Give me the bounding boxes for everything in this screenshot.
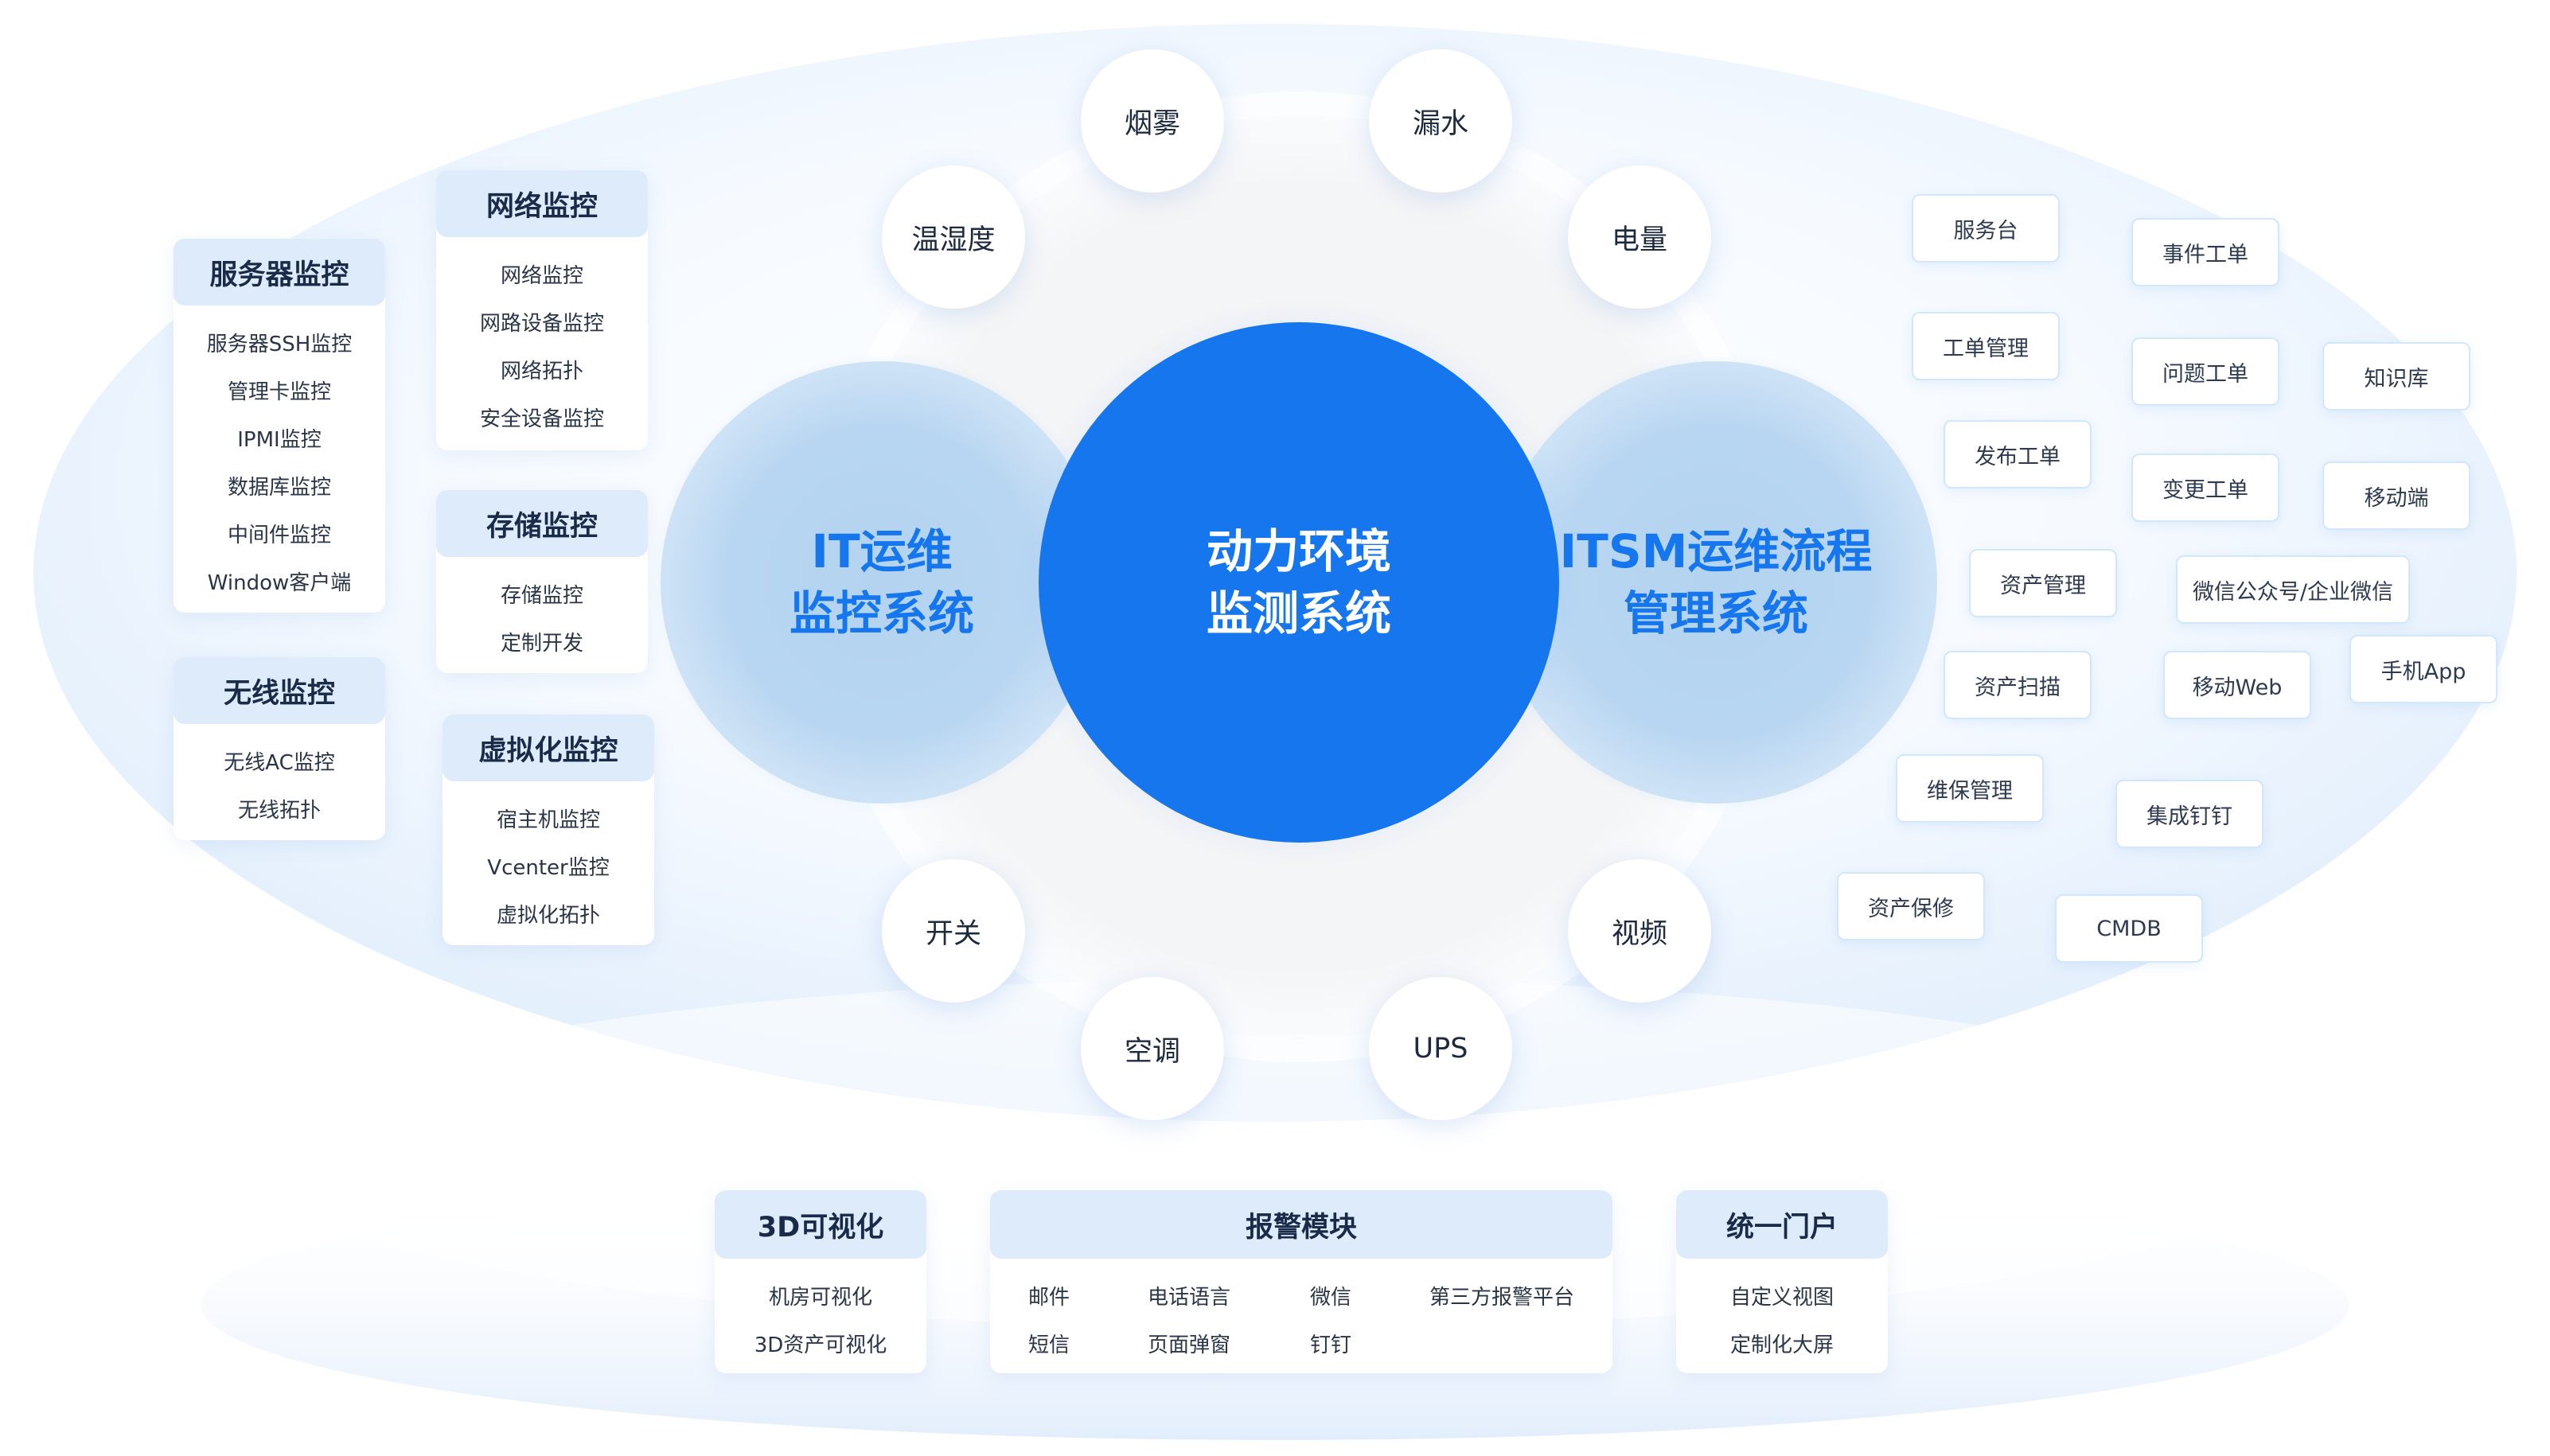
alarm-item: 短信: [1028, 1333, 1070, 1357]
power-env-line1: 动力环境: [1206, 524, 1391, 578]
virtualization-monitoring-item: 虚拟化拓扑: [496, 904, 600, 928]
alarm-item: 第三方报警平台: [1429, 1286, 1575, 1310]
it-ops-line1: IT运维: [811, 524, 953, 578]
itsm-process-label: ITSM运维流程 管理系统: [1533, 520, 1899, 644]
right-circle: [1495, 361, 1937, 804]
alarm-item: 电话语言: [1148, 1286, 1231, 1310]
itsm-tag: 服务台: [1912, 194, 2060, 263]
network-monitoring-item: 网络拓扑: [500, 360, 583, 383]
alarm-module-card: 报警模块 邮件 电话语言 微信 第三方报警平台 短信 页面弹窗 钉钉: [990, 1190, 1612, 1373]
sensor-water-leak: 漏水: [1369, 49, 1512, 193]
itsm-tag: 移动端: [2322, 461, 2470, 530]
itsm-tag: 集成钉钉: [2115, 780, 2263, 848]
visual3d-title: 3D可视化: [715, 1190, 926, 1259]
virtualization-monitoring-item: 宿主机监控: [496, 808, 600, 832]
sensor-power: 电量: [1568, 165, 1711, 309]
server-monitoring-item: 数据库监控: [227, 476, 331, 500]
itsm-tag: 手机App: [2349, 635, 2497, 703]
itsm-tag: 资产扫描: [1944, 651, 2092, 719]
sensor-temp-humidity: 温湿度: [882, 165, 1025, 309]
unified-portal-item: 定制化大屏: [1729, 1333, 1834, 1357]
itsm-tag: 发布工单: [1944, 420, 2092, 489]
virtualization-monitoring-card: 虚拟化监控 宿主机监控 Vcenter监控 虚拟化拓扑: [443, 714, 654, 945]
server-monitoring-item: Window客户端: [207, 571, 352, 595]
sensor-ups: UPS: [1369, 977, 1512, 1120]
storage-monitoring-title: 存储监控: [436, 490, 648, 557]
wireless-monitoring-title: 无线监控: [174, 657, 385, 724]
storage-monitoring-item: 定制开发: [500, 632, 583, 656]
itsm-tag: 知识库: [2322, 342, 2470, 411]
itsm-tag: 问题工单: [2131, 337, 2279, 406]
itsm-line1: ITSM运维流程: [1559, 524, 1873, 578]
unified-portal-card: 统一门户 自定义视图 定制化大屏: [1676, 1190, 1888, 1373]
wireless-monitoring-item: 无线AC监控: [224, 751, 335, 775]
server-monitoring-card: 服务器监控 服务器SSH监控 管理卡监控 IPMI监控 数据库监控 中间件监控 …: [174, 239, 385, 613]
visual3d-item: 机房可视化: [768, 1286, 872, 1310]
network-monitoring-item: 网络监控: [500, 264, 583, 288]
power-env-line2: 监测系统: [1206, 586, 1391, 640]
alarm-module-title: 报警模块: [990, 1190, 1612, 1259]
network-monitoring-item: 网路设备监控: [479, 312, 604, 336]
itsm-tag: 事件工单: [2131, 218, 2279, 286]
itsm-tag: 移动Web: [2163, 651, 2311, 719]
virtualization-monitoring-item: Vcenter监控: [487, 856, 610, 880]
alarm-item: 页面弹窗: [1148, 1333, 1231, 1357]
visual3d-item: 3D资产可视化: [754, 1333, 887, 1357]
itsm-tag: 资产保修: [1837, 872, 1985, 940]
sensor-switch: 开关: [882, 859, 1025, 1002]
server-monitoring-item: 中间件监控: [227, 524, 331, 547]
storage-monitoring-item: 存储监控: [500, 584, 583, 608]
it-ops-monitoring-label: IT运维 监控系统: [723, 520, 1041, 644]
left-circle: [661, 361, 1103, 804]
alarm-item: 微信: [1310, 1286, 1352, 1310]
itsm-tag: CMDB: [2055, 894, 2203, 963]
server-monitoring-item: 服务器SSH监控: [206, 333, 353, 356]
wireless-monitoring-item: 无线拓扑: [237, 799, 321, 823]
server-monitoring-title: 服务器监控: [174, 239, 385, 306]
power-env-monitoring-label: 动力环境 监测系统: [1140, 520, 1458, 644]
server-monitoring-item: 管理卡监控: [227, 380, 331, 404]
center-circle: [1039, 322, 1559, 843]
network-monitoring-title: 网络监控: [436, 170, 648, 237]
wireless-monitoring-card: 无线监控 无线AC监控 无线拓扑: [174, 657, 385, 840]
itsm-tag: 维保管理: [1896, 754, 2044, 823]
itsm-tag: 资产管理: [1969, 549, 2117, 617]
itsm-tag: 变更工单: [2131, 454, 2279, 522]
unified-portal-item: 自定义视图: [1729, 1286, 1834, 1310]
network-monitoring-item: 安全设备监控: [479, 407, 604, 431]
it-ops-line2: 监控系统: [789, 586, 974, 640]
unified-portal-title: 统一门户: [1676, 1190, 1888, 1259]
storage-monitoring-card: 存储监控 存储监控 定制开发: [436, 490, 648, 673]
sensor-air-conditioner: 空调: [1081, 977, 1224, 1120]
itsm-tag: 微信公众号/企业微信: [2176, 555, 2410, 624]
server-monitoring-item: IPMI监控: [237, 428, 322, 452]
itsm-line2: 管理系统: [1623, 586, 1808, 640]
virtualization-monitoring-title: 虚拟化监控: [443, 714, 654, 781]
network-monitoring-card: 网络监控 网络监控 网路设备监控 网络拓扑 安全设备监控: [436, 170, 648, 450]
alarm-item: 邮件: [1028, 1286, 1070, 1310]
visual3d-card: 3D可视化 机房可视化 3D资产可视化: [715, 1190, 926, 1373]
itsm-tag: 工单管理: [1912, 312, 2060, 380]
sensor-smoke: 烟雾: [1081, 49, 1224, 193]
alarm-item: 钉钉: [1310, 1333, 1352, 1357]
sensor-video: 视频: [1568, 859, 1711, 1002]
